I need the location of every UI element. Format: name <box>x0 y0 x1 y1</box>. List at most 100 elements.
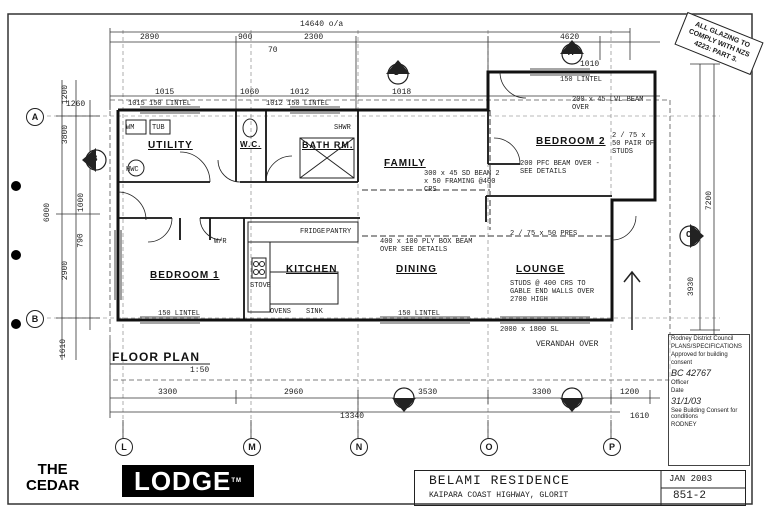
note-lintel-bed1: 150 LINTEL <box>158 310 201 318</box>
door-swings <box>117 71 637 243</box>
note-sink: SINK <box>306 308 323 316</box>
dim-right: 7200 <box>705 190 715 211</box>
dim-top-2: 1018 <box>392 88 412 97</box>
overall-width-dim: 14640 o/a <box>300 20 344 29</box>
grid-bubble-m: M <box>243 438 261 456</box>
room-kitchen: KITCHEN <box>286 264 338 275</box>
dim-top: 1260 <box>66 100 86 109</box>
verandah-label: VERANDAH OVER <box>536 340 599 349</box>
room-wc: W.C. <box>240 140 262 149</box>
drawing-number: 851-2 <box>673 490 707 502</box>
dim-bottom: 3300 <box>158 388 178 397</box>
windows <box>114 68 590 324</box>
section-mark-b: B <box>92 154 98 164</box>
drawing-date: JAN 2003 <box>669 474 713 484</box>
dim-top: 4620 <box>560 33 580 42</box>
dim-top-2: 1060 <box>240 88 260 97</box>
section-mark-c: C <box>686 230 692 240</box>
council-stamp: Rodney District Council PLANS/SPECIFICAT… <box>668 334 750 466</box>
dim-left: 2900 <box>61 260 71 281</box>
note-pfc: 200 PFC BEAM OVER - SEE DETAILS <box>520 160 600 176</box>
note-stove: STOVE <box>250 282 272 290</box>
note-lintel: 1015 150 LINTEL <box>128 100 192 108</box>
note-beam: 200 x 45 LVL BEAM OVER <box>572 96 644 112</box>
binding-hole <box>11 181 21 191</box>
note-family-beam: 300 x 45 SD BEAM 2 x 50 FRAMING @400 CRS <box>424 170 500 194</box>
project-name: BELAMI RESIDENCE <box>429 473 570 488</box>
stamp-footer: See Building Consent for conditions <box>671 408 738 420</box>
note-fridge: FRIDGE <box>300 228 326 236</box>
section-markers <box>82 40 704 412</box>
bathroom-fixtures <box>125 118 355 179</box>
title-block-lines <box>660 471 745 505</box>
note-wr: W/R <box>214 238 227 246</box>
note-lintel-bottom: 150 LINTEL <box>398 310 441 318</box>
dimension-lines-top <box>109 28 660 110</box>
dim-left: 6000 <box>43 202 53 223</box>
dim-left: 1000 <box>77 192 87 213</box>
note-wm: WM <box>126 124 135 132</box>
section-mark-a: A <box>568 48 574 58</box>
dim-top: 900 <box>238 33 253 42</box>
title-block: BELAMI RESIDENCE KAIPARA COAST HIGHWAY, … <box>414 470 746 506</box>
brand-line-1: THE <box>37 461 68 478</box>
verandah-outline <box>109 99 671 381</box>
sheet-border <box>7 13 753 505</box>
dim-left: 1200 <box>61 84 71 105</box>
note-studs: STUDS @ 400 CRS TO GABLE END WALLS OVER … <box>510 280 595 304</box>
stamp-line-2: PLANS/SPECIFICATIONS <box>671 344 742 350</box>
note-pantry: PANTRY <box>326 228 352 236</box>
grid-lines <box>40 30 720 440</box>
grid-bubble-b: B <box>26 310 44 328</box>
note-box-beam: 400 x 100 PLY BOX BEAM OVER SEE DETAILS <box>380 238 473 254</box>
note-lintel: 150 LINTEL <box>560 76 603 84</box>
room-lounge: LOUNGE <box>516 264 565 275</box>
stamp-bc-no: BC 42767 <box>671 368 712 378</box>
room-bedroom-2: BEDROOM 2 <box>536 136 606 147</box>
room-family: FAMILY <box>384 158 426 169</box>
brand-tm: TM <box>231 478 243 484</box>
note-bed2-studs: 2 / 75 x 50 PAIR OF STUDS <box>612 132 655 156</box>
note-hwc: HWC <box>126 166 139 174</box>
grid-bubble-p: P <box>603 438 621 456</box>
note-tub: TUB <box>152 124 165 132</box>
dim-bottom: 3530 <box>418 388 438 397</box>
kitchen-benches <box>247 221 359 313</box>
brand-line-2: CEDAR <box>26 477 80 494</box>
project-address: KAIPARA COAST HIGHWAY, GLORIT <box>429 491 569 500</box>
interior-walls <box>118 110 612 320</box>
dim-top: 2890 <box>140 33 160 42</box>
note-slider: 2000 x 1800 SL <box>500 326 559 334</box>
dimension-lines-left <box>56 80 100 360</box>
room-bath: BATH RM. <box>302 140 354 150</box>
dim-bottom: 2960 <box>284 388 304 397</box>
floor-plan-title: FLOOR PLAN <box>112 350 200 364</box>
dim-bottom: 1610 <box>630 412 650 421</box>
dim-left: 1610 <box>59 338 69 359</box>
dim-bottom: 1200 <box>620 388 640 397</box>
note-ovens: OVENS <box>270 308 292 316</box>
room-utility: UTILITY <box>148 140 193 151</box>
dim-top-2: 1010 <box>580 60 600 69</box>
stamp-footer-2: RODNEY <box>671 422 697 428</box>
dim-top-2: 1015 <box>155 88 175 97</box>
stamp-line-3: Approved for building <box>671 352 728 358</box>
stamp-council: Rodney District Council <box>671 336 734 342</box>
beam-lines <box>362 110 612 237</box>
binding-hole <box>11 250 21 260</box>
grid-bubble-o: O <box>480 438 498 456</box>
brand-lodge-logo: LODGETM <box>122 465 254 497</box>
stamp-date-label: Date <box>671 388 684 394</box>
binding-hole <box>11 319 21 329</box>
dim-bottom: 3300 <box>532 388 552 397</box>
brand-logo-text: LODGE <box>133 466 232 496</box>
brand-cedar: THE CEDAR <box>26 462 79 494</box>
room-bedroom-1: BEDROOM 1 <box>150 270 220 281</box>
grid-bubble-a: A <box>26 108 44 126</box>
dim-top-2: 1012 <box>290 88 310 97</box>
grid-bubble-l: L <box>115 438 133 456</box>
dim-left: 3800 <box>61 124 71 145</box>
dim-left: 790 <box>76 233 86 248</box>
stamp-date: 31/1/03 <box>671 396 702 406</box>
